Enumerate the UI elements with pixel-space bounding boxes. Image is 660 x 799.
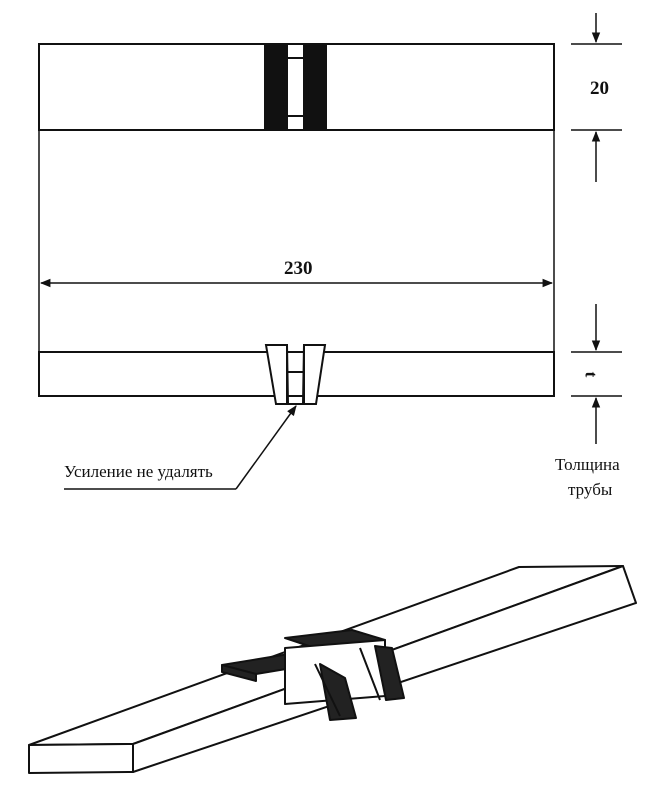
isometric-view bbox=[28, 565, 637, 774]
blank-outline bbox=[38, 130, 555, 352]
side-view-weld bbox=[264, 344, 327, 405]
height-dimension bbox=[571, 13, 622, 182]
thickness-dimension bbox=[571, 304, 622, 444]
pipe-thickness-note-line2: трубы bbox=[568, 480, 613, 499]
side-view bbox=[38, 344, 555, 405]
width-dimension-label: 230 bbox=[284, 258, 313, 279]
iso-weld-left-front bbox=[221, 664, 257, 682]
top-view bbox=[38, 43, 555, 131]
pipe-thickness-note-line1: Толщина bbox=[555, 455, 620, 474]
side-view-strip bbox=[38, 351, 555, 397]
iso-bar-front-face bbox=[28, 743, 134, 774]
reinforcement-note: Усиление не удалять bbox=[64, 462, 213, 481]
top-view-weld bbox=[264, 43, 327, 131]
height-dimension-label: 20 bbox=[590, 78, 609, 99]
iso-weld-groove-right bbox=[374, 645, 405, 701]
iso-weld-groove-left bbox=[319, 663, 357, 721]
reinforcement-leader bbox=[64, 405, 297, 490]
thickness-dimension-label: t bbox=[581, 371, 601, 378]
